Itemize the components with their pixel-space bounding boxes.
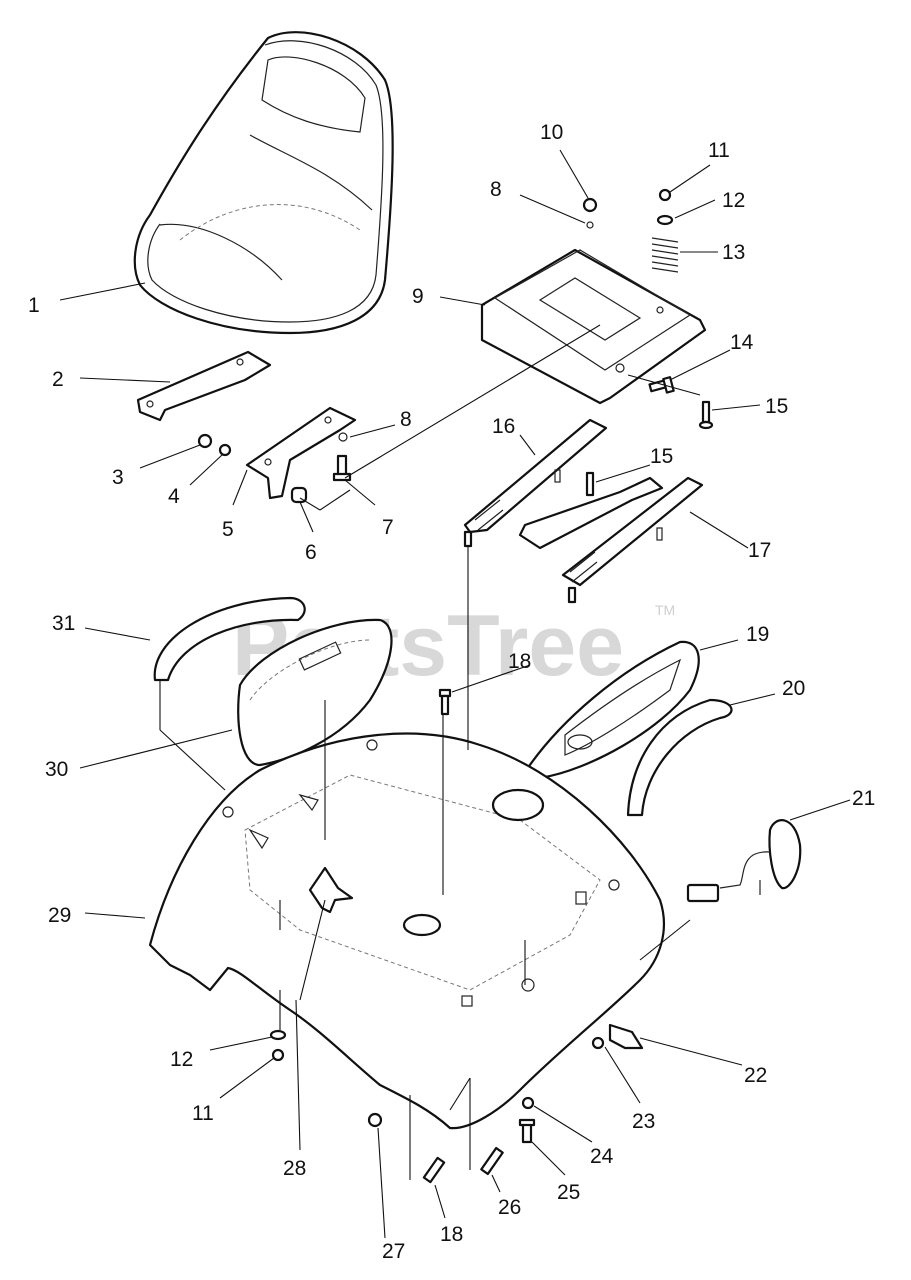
callout-10: 10 xyxy=(540,121,563,144)
callout-2: 2 xyxy=(52,368,64,391)
handle-part-20[interactable] xyxy=(626,698,733,817)
seat-plate-part[interactable] xyxy=(245,406,357,500)
assembly-lines xyxy=(159,324,761,1180)
washer-part-8-upper[interactable] xyxy=(586,221,594,229)
callout-15-right: 15 xyxy=(765,395,788,418)
watermark-trademark: TM xyxy=(655,602,675,618)
callout-21: 21 xyxy=(852,787,875,810)
callout-24: 24 xyxy=(590,1145,614,1168)
callout-9: 9 xyxy=(412,285,424,308)
callout-31: 31 xyxy=(52,612,75,635)
bolt-part-7[interactable] xyxy=(332,454,352,482)
washer-part-8-lower[interactable] xyxy=(338,432,348,442)
seat-bracket-part[interactable] xyxy=(136,350,272,422)
callout-4: 4 xyxy=(168,485,180,508)
callout-27: 27 xyxy=(382,1240,405,1263)
washer-part-12-lower[interactable] xyxy=(269,1029,287,1041)
seat-pan-part[interactable] xyxy=(480,248,707,405)
nut-part-11-upper[interactable] xyxy=(658,188,672,202)
bolt-part-15-right[interactable] xyxy=(698,400,714,430)
nut-part-27[interactable] xyxy=(367,1112,383,1128)
callout-20: 20 xyxy=(782,677,805,700)
callout-12-upper: 12 xyxy=(722,189,745,212)
nut-part-23[interactable] xyxy=(591,1036,605,1050)
seat-rail-part-17[interactable] xyxy=(518,476,704,604)
callout-labels: 1 2 3 4 5 6 7 8 8 9 10 11 11 12 12 13 14… xyxy=(28,121,875,1263)
callout-18-upper: 18 xyxy=(508,650,531,673)
callout-11-lower: 11 xyxy=(192,1102,214,1125)
bolt-part-26[interactable] xyxy=(480,1146,504,1176)
callout-8-lower: 8 xyxy=(400,408,412,431)
callout-12-lower: 12 xyxy=(170,1048,193,1071)
callout-14: 14 xyxy=(730,331,754,354)
spacer-part-6[interactable] xyxy=(290,486,308,504)
callout-19: 19 xyxy=(746,623,769,646)
callout-28: 28 xyxy=(283,1157,306,1180)
nut-part-11-lower[interactable] xyxy=(271,1048,285,1062)
fender-part-29[interactable] xyxy=(148,732,665,1130)
spring-part-13[interactable] xyxy=(651,237,679,273)
bolt-part-14[interactable] xyxy=(648,376,675,394)
callout-29: 29 xyxy=(48,904,71,927)
callout-6: 6 xyxy=(305,541,317,564)
callout-16: 16 xyxy=(492,415,515,438)
callout-18-lower: 18 xyxy=(440,1223,463,1246)
seat-part[interactable] xyxy=(133,31,394,335)
callout-11-upper: 11 xyxy=(708,139,730,162)
callout-22: 22 xyxy=(744,1064,767,1087)
callout-5: 5 xyxy=(222,518,234,541)
callout-8-upper: 8 xyxy=(490,178,502,201)
washer-part-4[interactable] xyxy=(218,443,232,457)
bracket-part-22[interactable] xyxy=(608,1023,644,1050)
callout-13: 13 xyxy=(722,241,745,264)
handle-part-31[interactable] xyxy=(153,596,306,682)
bolt-part-18-upper[interactable] xyxy=(438,688,452,716)
bolt-part-15-rail[interactable] xyxy=(585,471,595,497)
washer-part-12-upper[interactable] xyxy=(656,214,674,226)
bolt-part-18-lower[interactable] xyxy=(422,1156,446,1184)
washer-part-24[interactable] xyxy=(521,1096,535,1110)
nut-part-10[interactable] xyxy=(582,197,598,213)
callout-7: 7 xyxy=(382,516,394,539)
switch-part-21[interactable] xyxy=(686,819,802,903)
callout-1: 1 xyxy=(28,294,40,317)
callout-30: 30 xyxy=(45,758,68,781)
leader-lines xyxy=(59,149,851,1239)
callout-3: 3 xyxy=(112,466,124,489)
left-side-cover-part-30[interactable] xyxy=(237,618,393,767)
callout-15-rail: 15 xyxy=(650,445,673,468)
callout-17: 17 xyxy=(748,539,771,562)
callout-26: 26 xyxy=(498,1196,521,1219)
seat-rail-part-16[interactable] xyxy=(463,418,608,548)
nut-part-3[interactable] xyxy=(197,433,213,449)
callout-25: 25 xyxy=(557,1181,580,1204)
callout-23: 23 xyxy=(632,1110,655,1133)
bolt-part-25[interactable] xyxy=(518,1118,536,1144)
